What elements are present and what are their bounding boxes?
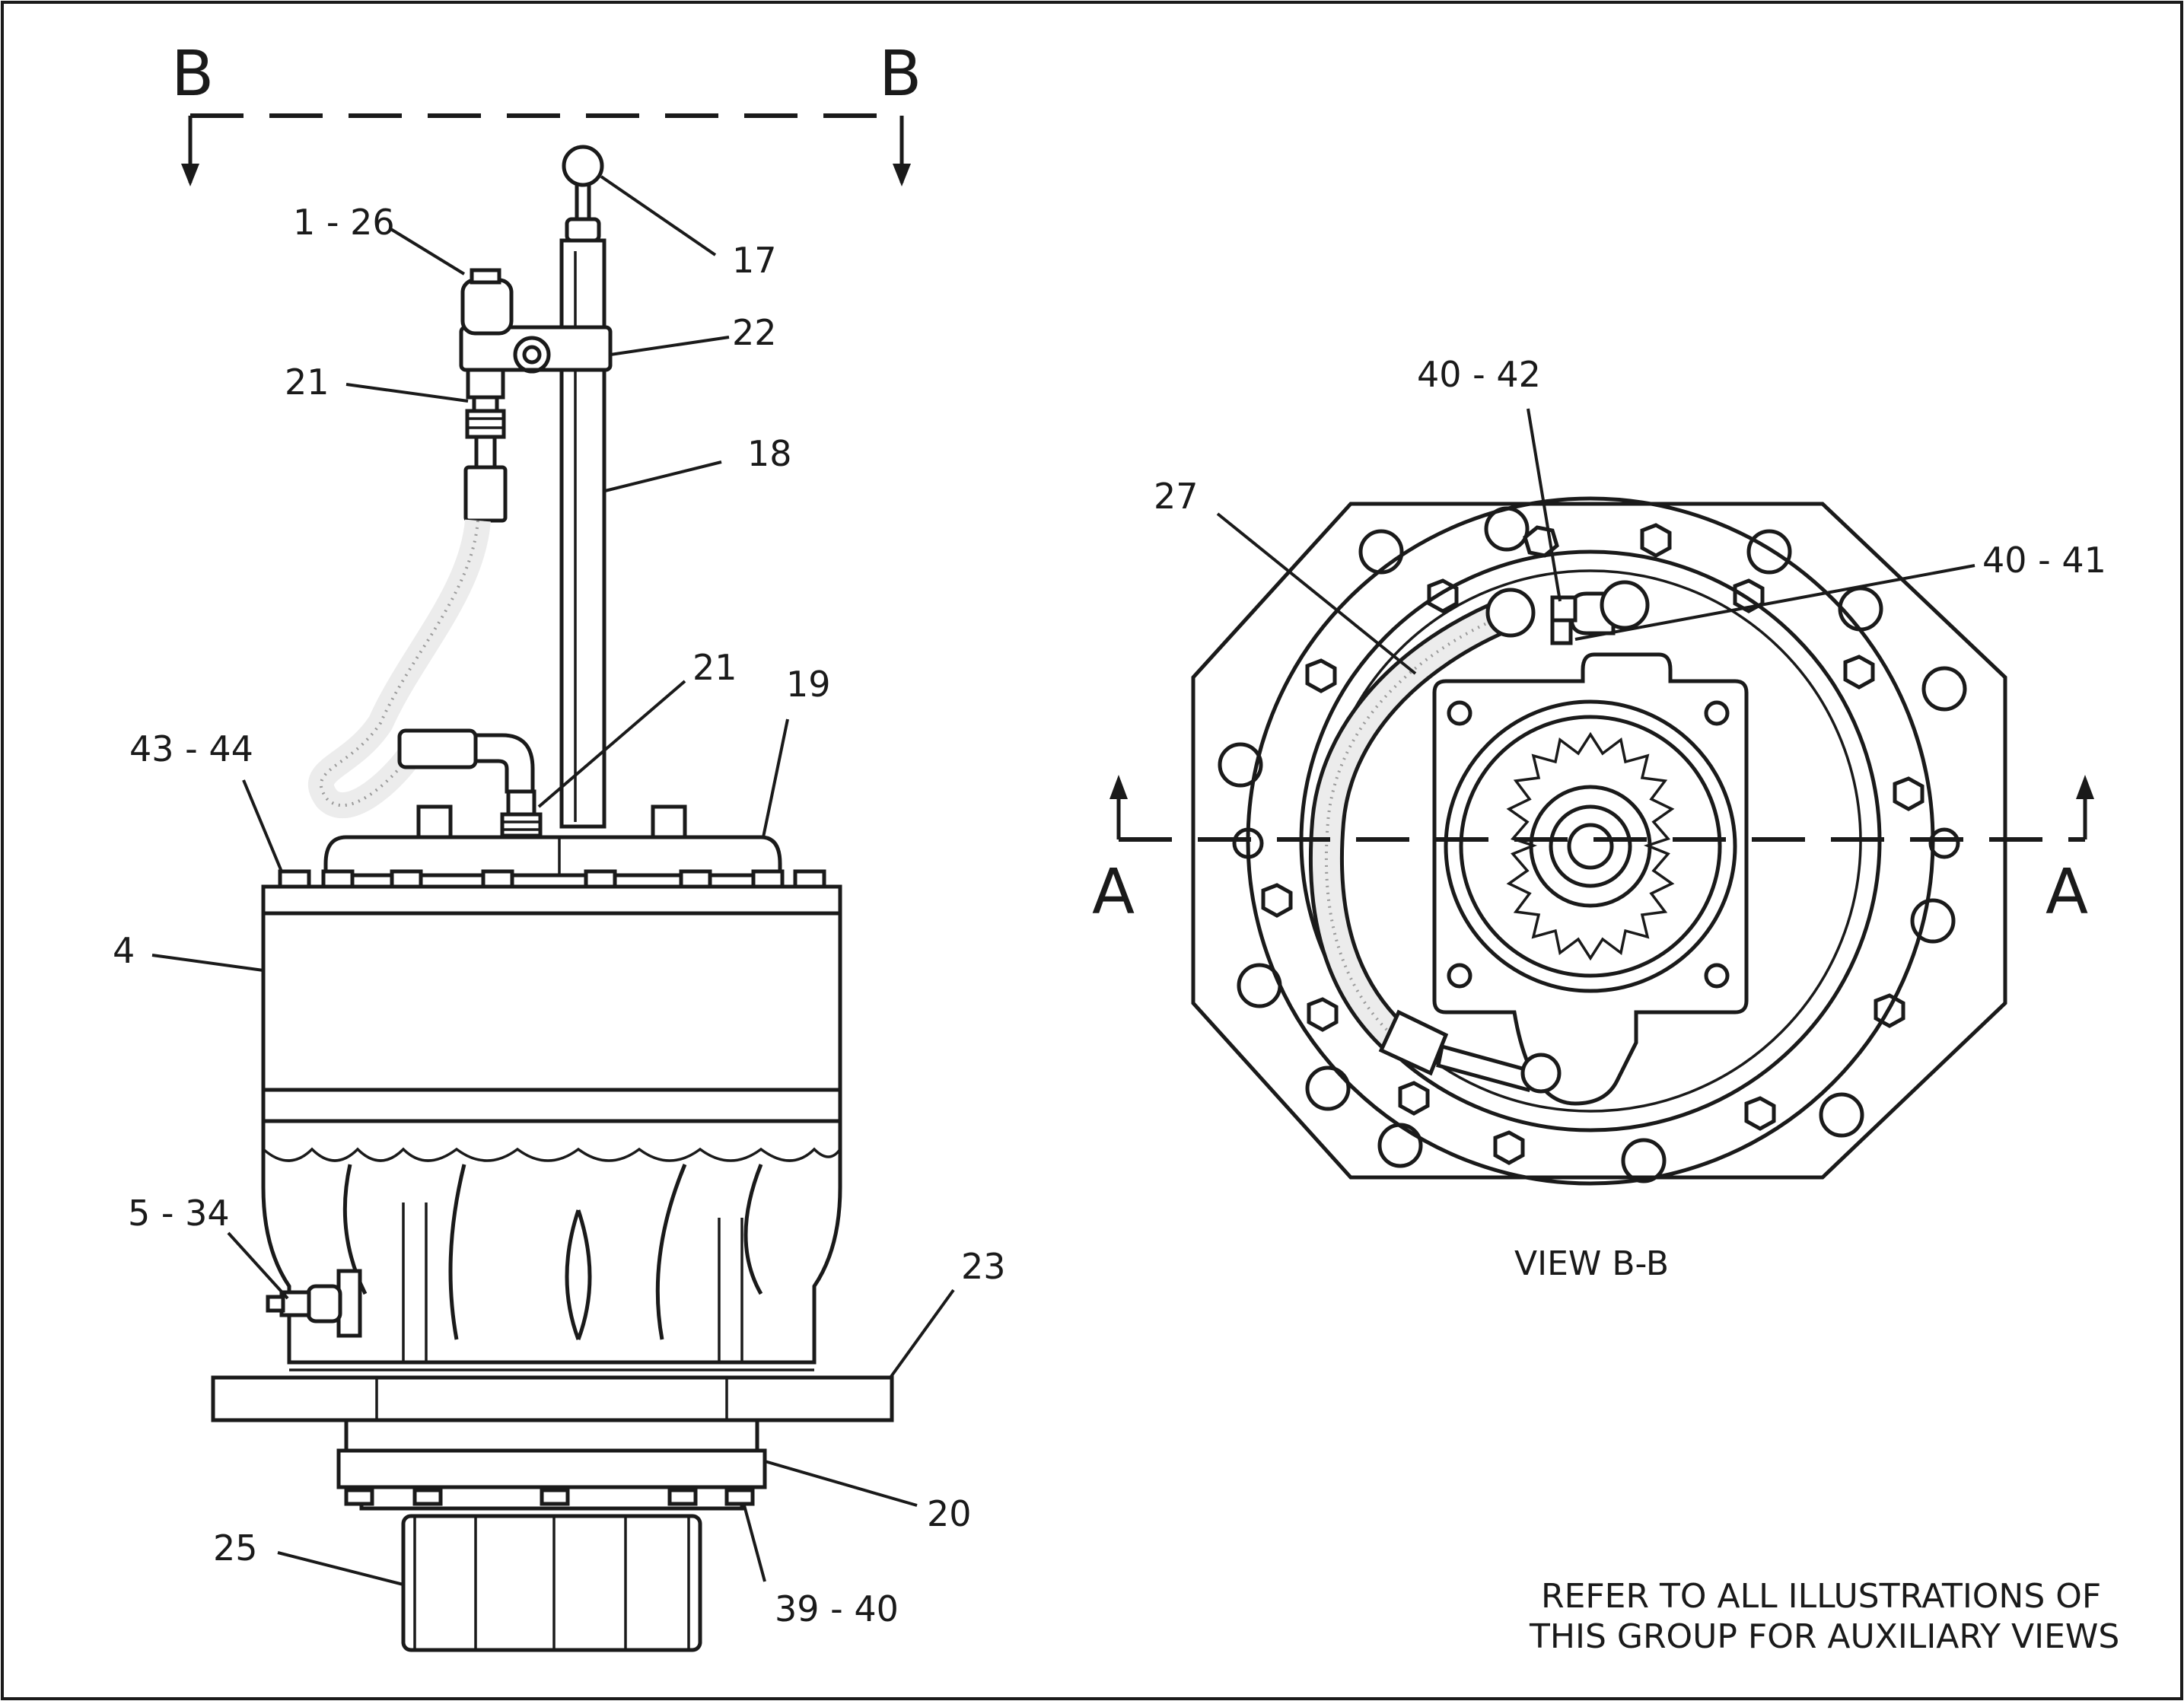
callout-1-26: 1 - 26	[293, 202, 395, 243]
upper-fitting	[463, 395, 508, 523]
callout-40-41: 40 - 41	[1982, 540, 2106, 581]
callout-23: 23	[961, 1246, 1006, 1287]
callout-27: 27	[1154, 476, 1199, 517]
hose-assembly	[308, 519, 535, 818]
view-b-leaders	[1216, 408, 1975, 675]
section-line-a	[1110, 775, 2094, 842]
callout-25: 25	[213, 1527, 258, 1569]
main-housing	[261, 884, 842, 1123]
section-line-b	[181, 113, 911, 186]
section-marker-b-right: B	[879, 38, 922, 110]
tube-clamp	[459, 325, 613, 374]
callout-4: 4	[113, 930, 135, 971]
callout-21-top: 21	[285, 362, 330, 403]
callout-18: 18	[747, 433, 792, 474]
callout-21-mid: 21	[692, 647, 737, 688]
view-b-b: A A 40 - 42 27 40 - 41 VIEW B-B	[1092, 354, 2106, 1283]
note-line-2: THIS GROUP FOR AUXILIARY VIEWS	[1529, 1617, 2119, 1656]
side-view: B B	[113, 38, 1006, 1652]
center-gear	[1444, 699, 1737, 993]
adapter-plate	[1432, 652, 1749, 1106]
left-dowel-hole	[1232, 827, 1264, 859]
section-marker-a-right: A	[2046, 856, 2088, 929]
pinion-gear	[401, 1514, 702, 1652]
callout-19: 19	[786, 664, 831, 705]
callout-39-40: 39 - 40	[775, 1588, 899, 1629]
callout-20: 20	[927, 1493, 972, 1534]
callout-22: 22	[732, 312, 777, 353]
section-marker-b-left: B	[171, 38, 214, 110]
ring-hex-bolts	[1261, 523, 1925, 1165]
side-view-leaders	[151, 175, 955, 1586]
pressure-switch	[460, 268, 514, 400]
top-cover	[323, 804, 782, 878]
right-dowel-hole	[1928, 827, 1960, 859]
callout-5-34: 5 - 34	[128, 1193, 230, 1234]
outer-bolt-holes	[1218, 506, 1967, 1183]
callout-17: 17	[732, 240, 777, 281]
pinion-housing	[336, 1418, 767, 1511]
lifting-eye	[562, 145, 604, 243]
callout-43-44: 43 - 44	[129, 728, 253, 769]
side-port-fitting	[266, 1269, 362, 1338]
housing-bolt-row	[278, 869, 826, 889]
note-line-1: REFER TO ALL ILLUSTRATIONS OF	[1541, 1577, 2101, 1616]
mounting-flange	[211, 1368, 894, 1422]
cover-fitting	[500, 789, 543, 838]
callout-40-42: 40 - 42	[1417, 354, 1541, 395]
view-label: VIEW B-B	[1514, 1244, 1669, 1283]
section-marker-a-left: A	[1092, 856, 1135, 929]
